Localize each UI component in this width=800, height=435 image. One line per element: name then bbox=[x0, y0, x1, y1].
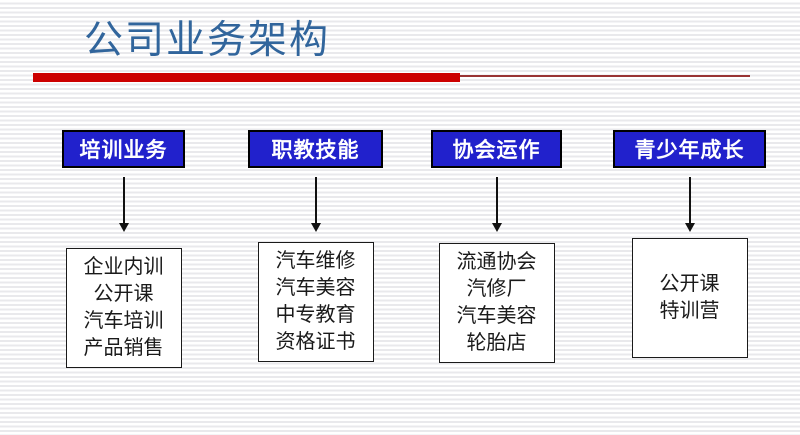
detail-item: 汽车培训 bbox=[83, 310, 164, 332]
detail-box-3: 流通协会 汽修厂 汽车美容 轮胎店 bbox=[438, 243, 555, 363]
business-column-1: 培训业务 企业内训 公开课 汽车培训 产品销售 bbox=[62, 130, 185, 368]
header-box-4: 青少年成长 bbox=[613, 130, 766, 168]
down-arrow-icon bbox=[684, 177, 695, 232]
arrow-line bbox=[122, 177, 125, 223]
detail-item: 汽修厂 bbox=[466, 278, 527, 300]
header-box-3: 协会运作 bbox=[431, 130, 562, 168]
detail-item: 产品销售 bbox=[83, 337, 164, 359]
down-arrow-icon bbox=[118, 177, 129, 232]
header-box-1: 培训业务 bbox=[62, 130, 185, 168]
detail-item: 汽车美容 bbox=[456, 305, 537, 327]
detail-item: 汽车维修 bbox=[275, 250, 356, 272]
arrow-line bbox=[688, 177, 691, 223]
down-arrow-icon bbox=[310, 177, 321, 232]
arrow-line bbox=[495, 177, 498, 223]
header-box-2: 职教技能 bbox=[248, 130, 383, 168]
title-underline-thin-line bbox=[460, 75, 750, 77]
detail-item: 流通协会 bbox=[456, 251, 537, 273]
detail-item: 轮胎店 bbox=[466, 332, 527, 354]
detail-item: 汽车美容 bbox=[275, 277, 356, 299]
detail-box-2: 汽车维修 汽车美容 中专教育 资格证书 bbox=[257, 242, 374, 362]
arrow-head bbox=[684, 223, 695, 232]
detail-item: 公开课 bbox=[93, 283, 154, 305]
detail-item: 企业内训 bbox=[83, 256, 164, 278]
detail-item: 公开课 bbox=[659, 273, 720, 295]
detail-item: 特训营 bbox=[659, 300, 720, 322]
business-column-2: 职教技能 汽车维修 汽车美容 中专教育 资格证书 bbox=[248, 130, 383, 362]
title-underline-bar bbox=[33, 73, 460, 82]
detail-item: 资格证书 bbox=[275, 331, 356, 353]
detail-item: 中专教育 bbox=[275, 304, 356, 326]
business-column-3: 协会运作 流通协会 汽修厂 汽车美容 轮胎店 bbox=[431, 130, 562, 363]
arrow-head bbox=[491, 223, 502, 232]
arrow-head bbox=[310, 223, 321, 232]
business-column-4: 青少年成长 公开课 特训营 bbox=[613, 130, 766, 358]
arrow-head bbox=[118, 223, 129, 232]
arrow-line bbox=[314, 177, 317, 223]
down-arrow-icon bbox=[491, 177, 502, 232]
detail-box-4: 公开课 特训营 bbox=[631, 238, 748, 358]
detail-box-1: 企业内训 公开课 汽车培训 产品销售 bbox=[65, 248, 182, 368]
page-title: 公司业务架构 bbox=[84, 19, 331, 62]
